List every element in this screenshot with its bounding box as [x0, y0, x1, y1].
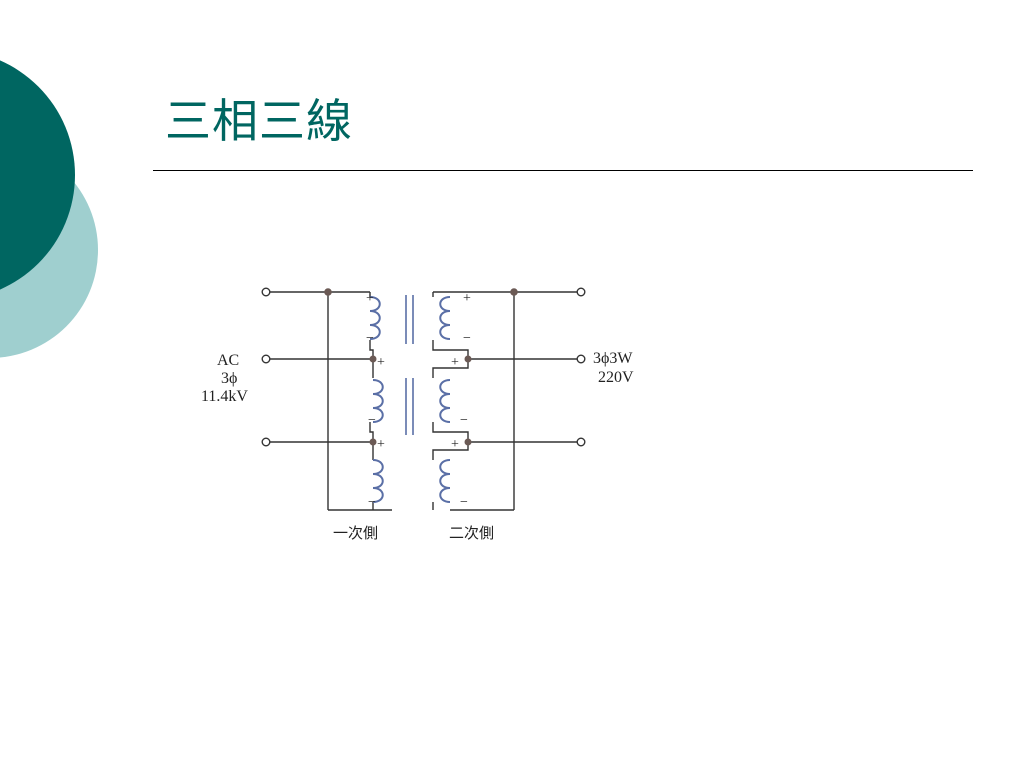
polarity-plus: + — [377, 355, 385, 370]
secondary-coil2-to-line3 — [432, 422, 469, 442]
input-voltage-label: 11.4kV — [201, 388, 248, 405]
junction-dot — [369, 438, 377, 446]
junction-dot — [324, 288, 332, 296]
primary-winding-1-icon — [369, 296, 381, 340]
output-terminal-3 — [576, 437, 586, 447]
output-terminal-2 — [576, 354, 586, 364]
polarity-plus: + — [451, 355, 459, 370]
junction-dot — [464, 355, 472, 363]
polarity-plus: + — [463, 291, 471, 306]
primary-side-label: 一次側 — [333, 525, 378, 542]
title-divider — [153, 170, 973, 171]
polarity-minus: − — [460, 495, 468, 510]
junction-dot — [510, 288, 518, 296]
secondary-side-label: 二次側 — [449, 525, 494, 542]
transformer-wiring-diagram: + − + − + − + − + − + − AC 3ϕ 11.4kV 3ϕ3… — [201, 287, 634, 542]
input-terminal-3 — [261, 437, 271, 447]
dark-teal-circle — [0, 60, 75, 290]
input-terminal-2 — [261, 354, 271, 364]
polarity-plus: + — [377, 437, 385, 452]
junction-dot — [464, 438, 472, 446]
input-terminal-1 — [261, 287, 271, 297]
polarity-plus: + — [451, 437, 459, 452]
secondary-winding-3-icon — [439, 459, 451, 503]
output-terminal-1 — [576, 287, 586, 297]
slide-title: 三相三線 — [165, 94, 353, 148]
output-system-label: 3ϕ3W — [593, 350, 633, 367]
input-type-label: AC — [217, 352, 239, 369]
polarity-minus: − — [366, 331, 374, 346]
junction-dot — [369, 355, 377, 363]
secondary-winding-1-icon — [439, 296, 451, 340]
wiring — [270, 291, 577, 511]
decorative-circles — [0, 60, 98, 358]
secondary-coil3-to-line3 — [432, 442, 469, 460]
output-voltage-label: 220V — [598, 369, 634, 386]
primary-coil1-to-coil2 — [369, 340, 374, 378]
input-phase-label: 3ϕ — [221, 370, 237, 387]
primary-winding-2-icon — [372, 379, 384, 423]
primary-coil2-to-coil3 — [369, 422, 374, 460]
secondary-coil2-to-line2 — [432, 359, 469, 378]
polarity-minus: − — [463, 331, 471, 346]
secondary-coil1-to-line2 — [432, 340, 469, 359]
polarity-minus: − — [368, 413, 376, 428]
secondary-winding-2-icon — [439, 379, 451, 423]
polarity-minus: − — [368, 495, 376, 510]
primary-winding-3-icon — [372, 459, 384, 503]
polarity-plus: + — [366, 291, 374, 306]
polarity-minus: − — [460, 413, 468, 428]
